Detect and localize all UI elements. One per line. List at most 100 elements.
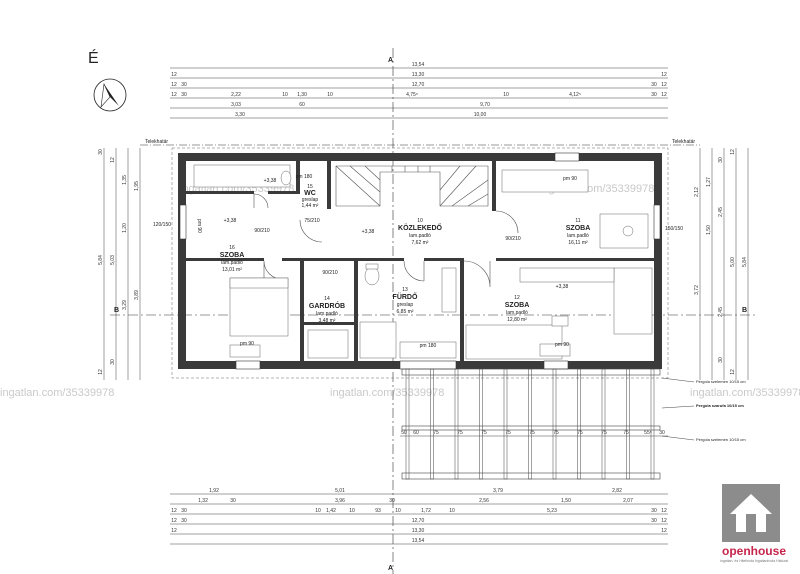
room-label-szoba-12: 12 SZOBA lam.padló 12,80 m² [505, 295, 530, 323]
dim-label: 12 [730, 369, 736, 375]
svg-text:11: 11 [575, 218, 580, 224]
north-label: É [88, 48, 99, 67]
pergola-rafter [503, 368, 508, 480]
furniture [193, 164, 653, 360]
dim-label: 13,54 [412, 538, 425, 544]
room-label-kozlekedo: 10 KÖZLEKEDŐ lam.padló 7,62 m² [398, 218, 443, 246]
svg-text:GARDRÓB: GARDRÓB [309, 301, 345, 310]
dim-label: 1,35 [122, 175, 128, 185]
dim-label: 1,72 [421, 508, 431, 514]
svg-text:6,85 m²: 6,85 m² [397, 309, 414, 315]
pergola-dim: 75 [433, 430, 439, 436]
svg-text:12,80 m²: 12,80 m² [507, 317, 527, 323]
svg-text:pm 180: pm 180 [420, 343, 437, 349]
pergola-dim: 75 [529, 430, 535, 436]
dim-label: 5,01 [335, 488, 345, 494]
pergola-rafter [405, 368, 410, 480]
pergola-rafter [430, 368, 434, 480]
dim-label: 30 [98, 149, 104, 155]
dim-label: 30 [389, 498, 395, 504]
door-swings [253, 193, 519, 288]
pergola-note: Pergola szelemen 10/15 cm [696, 379, 746, 384]
staircase [335, 165, 489, 207]
dim-label: 5,03 [110, 255, 116, 265]
dim-label: 93 [375, 508, 381, 514]
svg-text:greslap: greslap [302, 197, 319, 203]
dim-label: 5,84 [98, 255, 104, 265]
dim-label: 30 [110, 359, 116, 365]
dim-label: 12 [171, 518, 177, 524]
svg-text:16: 16 [229, 245, 235, 251]
dim-label: 2,56 [479, 498, 489, 504]
section-label: A [388, 57, 393, 64]
dim-label: 3,89 [134, 290, 140, 300]
room-label-szoba-11: 11 SZOBA lam.padló 16,11 m² [566, 218, 591, 246]
section-axis-a: A A [388, 48, 394, 574]
dim-label: 3,79 [493, 488, 503, 494]
pergola-dim: 50 [401, 430, 407, 436]
interior-walls [186, 161, 654, 361]
dim-label: 10 [395, 508, 401, 514]
svg-text:lam.padló: lam.padló [316, 311, 338, 317]
right-dimension-chain: 12 30 1,27 2,12 2,45 1,50 5,00 5,84 3,72… [694, 148, 749, 380]
dim-label: 12 [171, 92, 177, 98]
dim-label: 12 [661, 82, 667, 88]
dim-label: 10 [327, 92, 333, 98]
dim-label: 1,30 [297, 92, 307, 98]
dim-label: 12 [661, 528, 667, 534]
opening-labels: pm 180 pm 90 pm 90 pm 180 pm 90 pm 90 12… [153, 174, 683, 349]
svg-text:16,11 m²: 16,11 m² [568, 240, 588, 246]
pergola: 50 60 75 75 75 75 75 75 75 75 75 55⁵ 30 … [400, 368, 746, 480]
svg-text:7,62 m²: 7,62 m² [412, 240, 429, 246]
dim-label: 12 [661, 72, 667, 78]
dim-label: 10 [315, 508, 321, 514]
pergola-rafter [528, 368, 532, 480]
pergola-dim: 55⁵ [644, 430, 652, 436]
svg-text:pm 90: pm 90 [563, 176, 577, 182]
room-label-gardrob: 14 GARDRÓB lam.padló 3,48 m² [309, 296, 345, 324]
dim-label: 12 [98, 369, 104, 375]
eave-outline [171, 147, 669, 379]
top-dimension-chain: 13,54 12 13,30 12 12 30 12,70 30 12 12 3… [170, 62, 668, 119]
dim-label: 2,45 [718, 307, 724, 317]
dim-label: 3,72 [694, 285, 700, 295]
level-mark: +3,38 [362, 229, 375, 235]
dim-label: 1,32 [198, 498, 208, 504]
pergola-rafter [601, 368, 606, 480]
pergola-dim: 75 [577, 430, 583, 436]
svg-text:90/210: 90/210 [322, 270, 338, 276]
room-label-szoba-16: 16 SZOBA lam.padló 13,01 m² [220, 245, 245, 273]
north-arrow: É [88, 48, 127, 112]
pergola-rafter [577, 368, 581, 480]
pergola-rafter [479, 368, 483, 480]
svg-text:1,44 m²: 1,44 m² [302, 203, 319, 209]
dim-label: 2,12 [694, 187, 700, 197]
svg-text:WC: WC [304, 190, 316, 197]
dim-label: 30 [651, 518, 657, 524]
section-axis-b: B B [110, 307, 755, 316]
svg-text:SZOBA: SZOBA [505, 302, 530, 309]
dim-label: 9,70 [480, 102, 490, 108]
room-label-furdo: 13 FÜRDŐ greslap 6,85 m² [393, 287, 418, 315]
dim-label: 10 [449, 508, 455, 514]
dim-label: 5,00 [730, 257, 736, 267]
svg-text:SZOBA: SZOBA [566, 225, 591, 232]
svg-text:greslap: greslap [397, 302, 414, 308]
dim-label: 3,30 [235, 112, 245, 118]
level-marks: +3,38 +3,38 +3,38 +3,38 [224, 178, 569, 290]
svg-text:13: 13 [402, 287, 408, 293]
plot-boundary: Telekhatár Telekhatár [140, 139, 700, 146]
dim-label: 3,29 [122, 300, 128, 310]
dim-label: 13,30 [412, 528, 425, 534]
pergola-dim: 75 [505, 430, 511, 436]
dim-label: 30 [651, 82, 657, 88]
dim-label: 30 [181, 82, 187, 88]
pergola-note: Pergola szarufa 10/15 cm [696, 403, 744, 408]
dim-label: 13,30 [412, 72, 425, 78]
svg-text:3,48 m²: 3,48 m² [319, 318, 336, 324]
level-mark: +3,38 [556, 284, 569, 290]
svg-text:120/150: 120/150 [153, 222, 171, 228]
pergola-rafter [626, 368, 630, 480]
dim-label: 30 [718, 357, 724, 363]
dim-label: 30 [651, 508, 657, 514]
